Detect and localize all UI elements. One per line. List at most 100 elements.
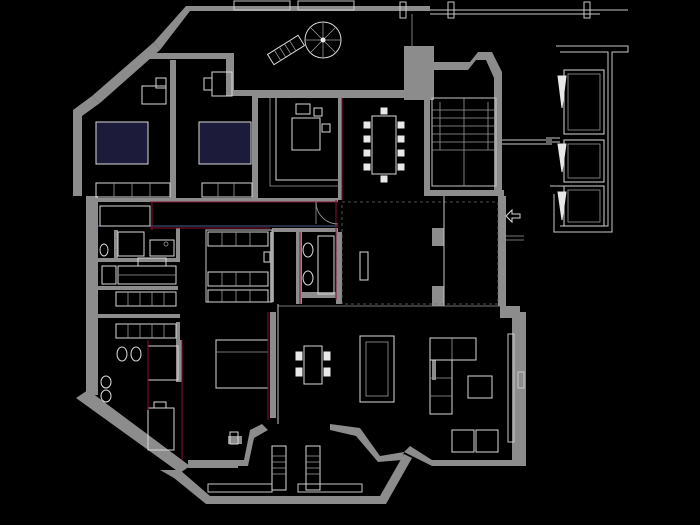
balcony-window-2 bbox=[297, 483, 363, 493]
tub-faucet bbox=[153, 401, 167, 409]
living-east-window-frame bbox=[517, 371, 525, 389]
armchair-2 bbox=[475, 429, 499, 453]
wall-bed3-south-stub bbox=[228, 436, 242, 444]
wall-north-left-segment bbox=[150, 53, 232, 59]
dining-room bbox=[363, 107, 405, 183]
toilet-4 bbox=[302, 270, 314, 286]
wardrobe-2 bbox=[201, 182, 253, 198]
small-table-chair-4 bbox=[323, 367, 331, 377]
wall-balcony-east-chamfer bbox=[330, 424, 404, 462]
elevator-outline bbox=[553, 45, 629, 233]
bathroom-southwest bbox=[100, 340, 179, 451]
terrace-post-1 bbox=[399, 1, 407, 19]
bedroom-2 bbox=[198, 71, 253, 198]
wall-southwest-chamfer bbox=[76, 390, 190, 473]
wall-bath-north bbox=[272, 228, 338, 232]
wall-northwest-chamfer bbox=[92, 42, 160, 103]
wall-bath-east bbox=[296, 230, 302, 304]
bath-center-vanity bbox=[317, 235, 335, 295]
kitchen-sink bbox=[295, 103, 311, 115]
wall-balcony-south bbox=[160, 454, 412, 504]
wall-terrace-top bbox=[154, 6, 430, 50]
wall-bedroom3-west bbox=[176, 322, 180, 340]
stair-landing bbox=[502, 139, 552, 145]
wall-east-upper bbox=[498, 196, 506, 306]
wall-bath-left-divider bbox=[114, 230, 118, 258]
wall-northeast bbox=[430, 52, 502, 196]
kitchen bbox=[269, 98, 343, 200]
storage-left bbox=[115, 291, 177, 339]
kitchen-counter bbox=[275, 98, 338, 181]
shelf-unit-1 bbox=[115, 291, 177, 307]
wall-west-upper bbox=[73, 96, 100, 196]
wall-pillar-east-1 bbox=[432, 228, 444, 246]
hall-console bbox=[359, 251, 369, 281]
wall-west-mid bbox=[86, 196, 98, 395]
side-table bbox=[467, 375, 493, 399]
wall-pillar-west bbox=[336, 232, 342, 304]
closet-door-marker bbox=[263, 251, 271, 263]
terrace-post-2 bbox=[447, 1, 455, 19]
bathroom-left bbox=[99, 205, 177, 285]
wall-bedrooms-divider bbox=[170, 60, 176, 200]
exterior-walls bbox=[73, 6, 526, 504]
wall-dining-stair bbox=[424, 96, 430, 192]
wall-utility-east bbox=[176, 340, 182, 382]
wall-southeast-chamfer bbox=[404, 446, 524, 466]
bath-sink bbox=[149, 239, 175, 257]
sectional-sofa bbox=[429, 337, 477, 415]
wall-bath-left-east bbox=[176, 228, 180, 262]
sun-lounger-2 bbox=[305, 445, 321, 491]
toilet-2 bbox=[116, 346, 128, 362]
wall-bedroom-kitchen bbox=[252, 96, 258, 200]
chair-1 bbox=[155, 77, 167, 89]
closet-shelves-mid bbox=[207, 271, 269, 287]
vanity bbox=[147, 345, 179, 381]
bathroom-center bbox=[299, 232, 335, 304]
bedroom-3 bbox=[181, 312, 269, 460]
coffee-table-inner bbox=[365, 341, 389, 397]
bedroom-1 bbox=[95, 77, 171, 198]
wall-small-room-south bbox=[98, 286, 178, 290]
coffee-table bbox=[359, 335, 395, 403]
wardrobe-1 bbox=[95, 182, 171, 198]
desk-1 bbox=[141, 85, 167, 105]
kitchen-stool-2 bbox=[321, 123, 331, 133]
small-table-chair-1 bbox=[295, 351, 303, 361]
sun-lounger-terrace bbox=[266, 34, 306, 66]
closet-shelves-top bbox=[207, 231, 269, 247]
wall-north-kitchen bbox=[256, 90, 406, 98]
sun-lounger-1 bbox=[271, 445, 287, 491]
kitchen-island bbox=[291, 117, 321, 151]
closet-outline bbox=[205, 229, 273, 303]
bed-2 bbox=[198, 121, 252, 165]
bath-drain bbox=[163, 241, 169, 247]
wall-utility-north bbox=[98, 314, 180, 318]
kitchen-counter-edge bbox=[269, 98, 338, 187]
terrace-post-3 bbox=[583, 1, 591, 19]
small-table-chair-3 bbox=[323, 351, 331, 361]
small-table bbox=[303, 345, 323, 385]
living-east-window bbox=[507, 333, 515, 443]
staircase-icon bbox=[431, 97, 497, 187]
wall-bedroom3-east bbox=[270, 312, 276, 418]
washer bbox=[101, 265, 117, 285]
basin-2 bbox=[100, 389, 112, 403]
living-room bbox=[277, 304, 525, 453]
bed-1 bbox=[95, 121, 149, 165]
shelf-unit-2 bbox=[115, 323, 177, 339]
elevator-car-1 bbox=[557, 69, 605, 135]
wall-kitchen-dining bbox=[338, 96, 342, 200]
armchair-1 bbox=[451, 429, 475, 453]
wall-bath-east-stub bbox=[300, 292, 340, 298]
south-balcony bbox=[207, 445, 363, 493]
kitchen-stool-1 bbox=[313, 107, 323, 117]
wall-balcony-west-stub bbox=[188, 460, 238, 468]
dining-table bbox=[371, 115, 397, 175]
bath-cabinet bbox=[99, 205, 151, 227]
closet-shelves-low bbox=[207, 289, 269, 303]
wall-north-bedroom2 bbox=[226, 53, 262, 96]
chair-2 bbox=[203, 77, 213, 91]
entrance-arrow-icon bbox=[504, 208, 524, 241]
